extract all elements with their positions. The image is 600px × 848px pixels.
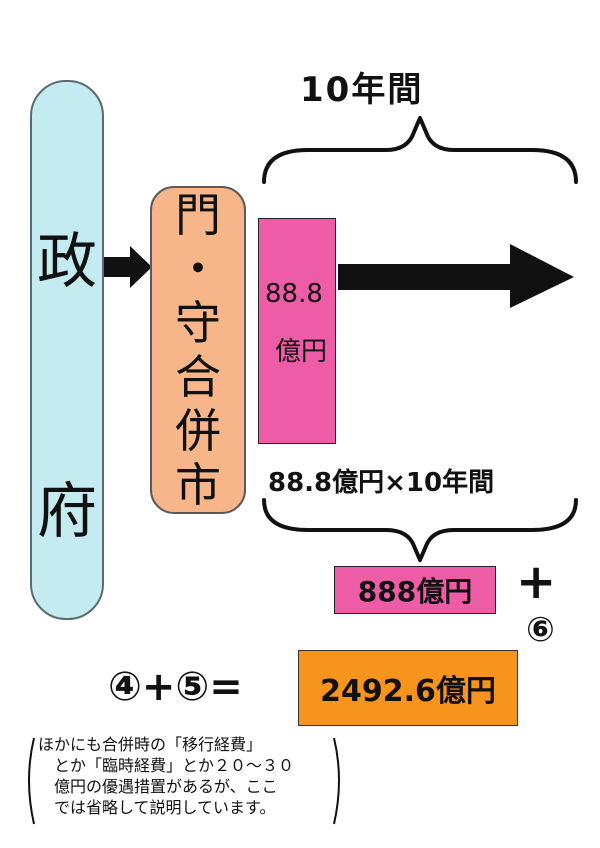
city-label-3: 守	[175, 296, 221, 350]
note-line-2: とか「臨時経費」とか２０～３０	[54, 756, 295, 775]
city-label-2: ・	[175, 242, 221, 296]
government-label-1: 政	[37, 227, 97, 297]
government-label-2: 府	[37, 477, 97, 547]
bottom-brace	[262, 498, 578, 562]
annual-amount-value: 88.8	[265, 279, 323, 309]
note-line-3: 億円の優遇措置があるが、ここ	[54, 777, 278, 796]
note-brackets	[28, 737, 340, 825]
plus-sign: +	[516, 554, 557, 610]
note-text: ほかにも合併時の「移行経費」 とか「臨時経費」とか２０～３０ 億円の優遇措置があ…	[38, 734, 338, 818]
arrow-government-to-city	[104, 246, 152, 288]
note-line-4: では省略して説明しています。	[54, 798, 276, 817]
top-brace	[262, 116, 578, 184]
formula-text: 88.8億円×10年間	[268, 468, 495, 498]
city-label-6: 市	[175, 458, 221, 512]
subtotal-box: 888億円	[334, 566, 496, 614]
timeline-arrow	[338, 244, 574, 308]
merged-city-box: 門 ・ 守 合 併 市	[150, 186, 246, 514]
government-box: 政 府	[30, 80, 104, 620]
note-line-1: ほかにも合併時の「移行経費」	[38, 735, 263, 754]
annual-amount-unit: 億円	[275, 337, 328, 367]
annual-amount-box: 88.8 億円	[258, 218, 336, 444]
city-label-1: 門	[175, 188, 221, 242]
city-label-5: 併	[175, 404, 221, 458]
total-box: 2492.6億円	[298, 650, 518, 726]
period-title: 10年間	[300, 70, 424, 110]
circled-six: ⑥	[526, 610, 555, 650]
city-label-4: 合	[175, 350, 221, 404]
equation-text: ④+⑤=	[108, 664, 243, 710]
